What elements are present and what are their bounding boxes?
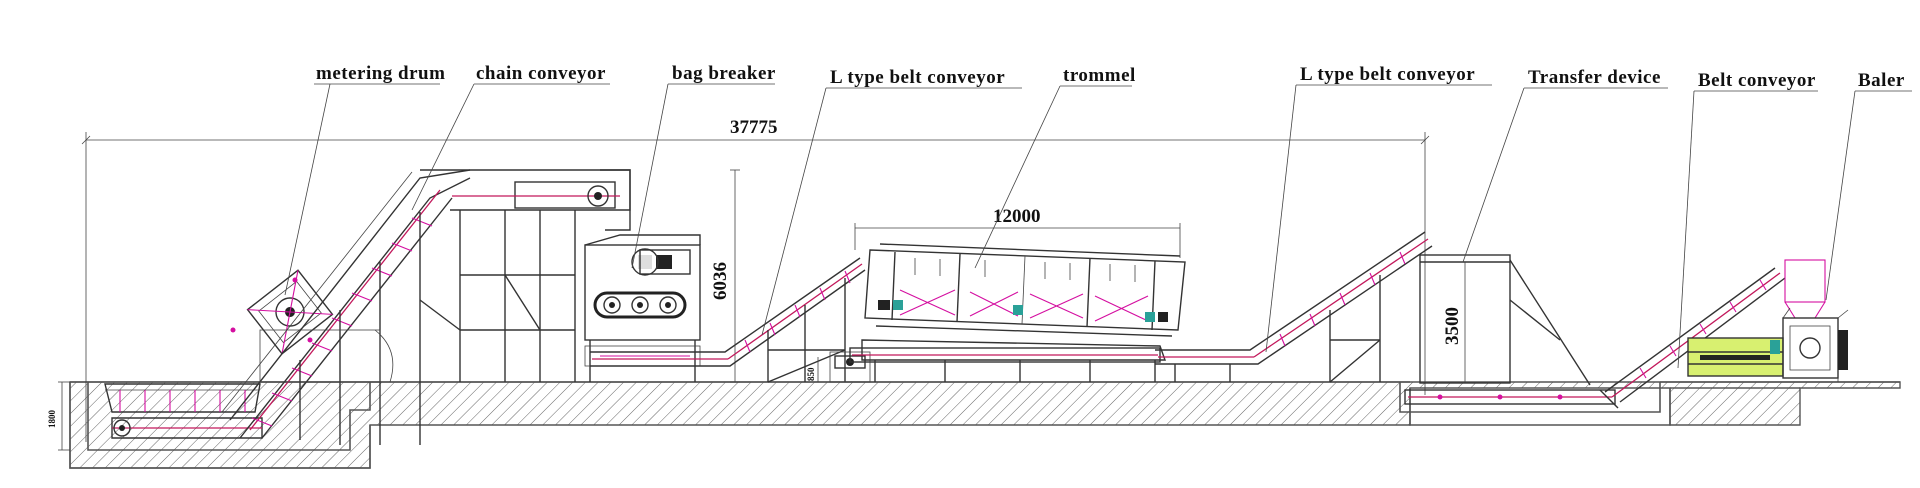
dimension-transfer-height: 3500 (1442, 307, 1463, 345)
label-trommel: trommel (1063, 65, 1136, 86)
pit-depth-dimension: 1800 (47, 381, 70, 451)
dimension-trommel-length: 12000 (993, 206, 1041, 227)
ground-foundation (69, 381, 1901, 469)
trommel-length-dimension: 12000 (854, 206, 1181, 258)
label-bag-breaker: bag breaker (672, 63, 776, 84)
label-belt-conveyor: Belt conveyor (1698, 70, 1816, 91)
label-metering-drum: metering drum (316, 63, 445, 84)
label-chain-conveyor: chain conveyor (476, 63, 606, 84)
transfer-device (1404, 254, 1616, 405)
dimension-chain-height: 6036 (710, 262, 731, 300)
l-type-belt-conveyor-1 (590, 257, 871, 383)
label-l-type-belt-conveyor-2: L type belt conveyor (1300, 64, 1475, 85)
l-type-belt-conveyor-2 (1155, 231, 1433, 383)
trommel (849, 243, 1186, 382)
label-l-type-belt-conveyor-1: L type belt conveyor (830, 67, 1005, 88)
chain-conveyor (111, 169, 631, 445)
baler (1687, 259, 1849, 382)
dimension-small-height: 850 (806, 367, 816, 381)
label-transfer-device: Transfer device (1528, 67, 1661, 88)
dimension-pit-depth: 1800 (47, 410, 57, 429)
transfer-height-dimension: 3500 (1442, 262, 1466, 382)
label-baler: Baler (1858, 70, 1905, 91)
metering-drum (104, 269, 334, 413)
chain-height-dimension: 6036 (710, 169, 740, 383)
overall-dimension: 37775 (81, 117, 1430, 442)
small-height-dimension: 850 (806, 357, 819, 382)
bag-breaker (584, 234, 701, 382)
component-labels: metering drum chain conveyor bag breaker… (284, 63, 1912, 369)
dimension-overall-length: 37775 (730, 117, 778, 138)
